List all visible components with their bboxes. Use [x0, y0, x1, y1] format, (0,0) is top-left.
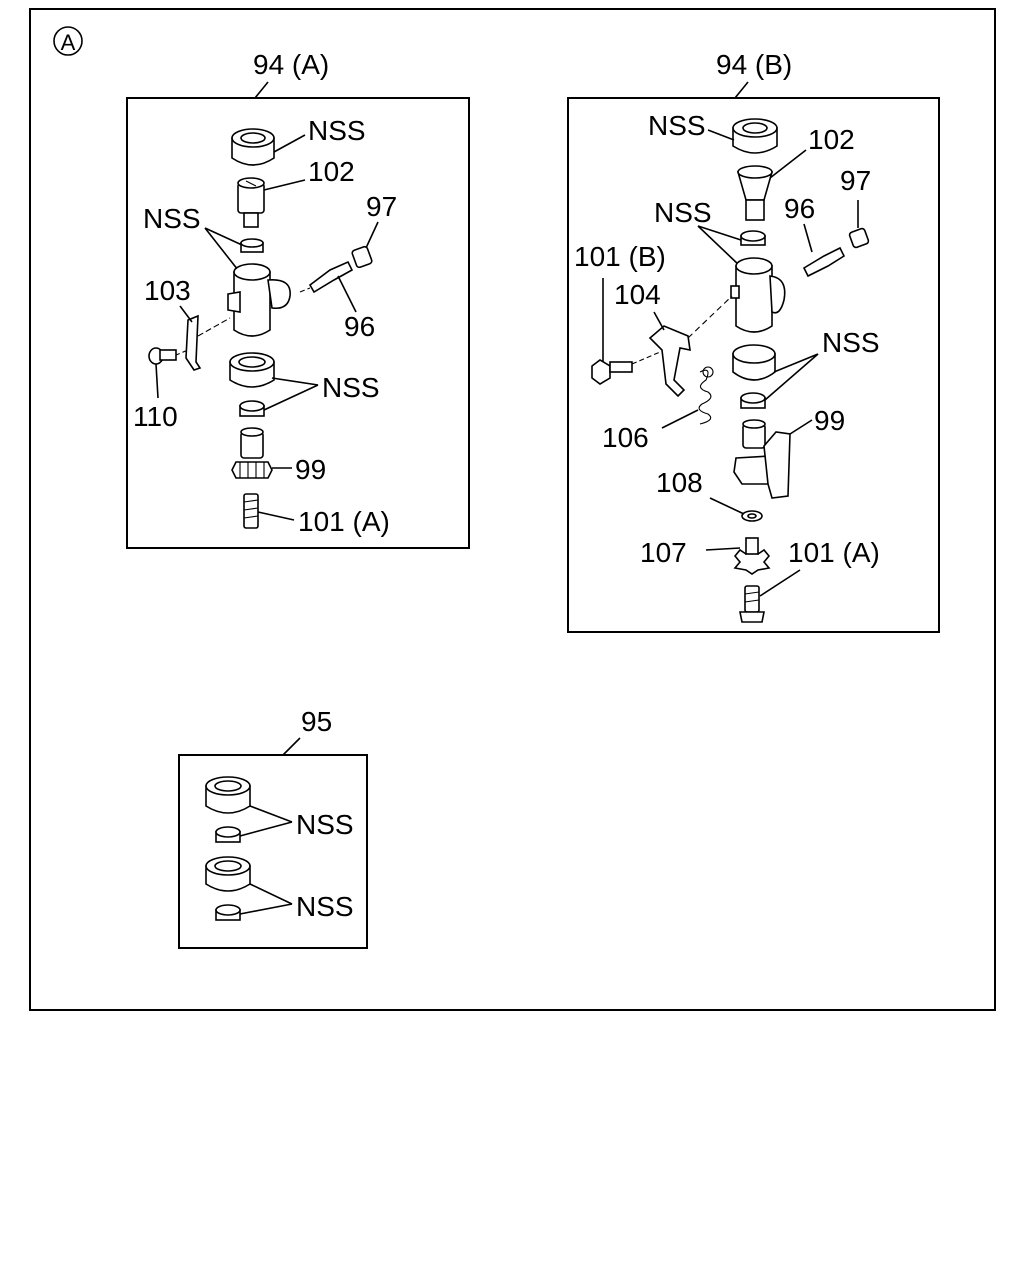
- ring-nss-low-b: [740, 392, 766, 409]
- seal-cup-low-a: [229, 352, 275, 388]
- ring-nss-mid-b: [740, 230, 766, 246]
- label-108-b: 108: [656, 467, 703, 498]
- part-110-a: [148, 347, 177, 365]
- label-102-a: 102: [308, 156, 355, 187]
- label-97-b: 97: [840, 165, 871, 196]
- part-106-b: [698, 366, 714, 425]
- group-95-frame: [178, 754, 368, 949]
- part-101a-a: [243, 493, 259, 529]
- label-97-a: 97: [366, 191, 397, 222]
- ring-nss-low-a: [239, 400, 265, 417]
- cylinder-body-a: [227, 263, 291, 337]
- label-104-b: 104: [614, 279, 661, 310]
- part-101b-b: [591, 359, 633, 385]
- label-99-a: 99: [295, 454, 326, 485]
- outer-frame: [29, 8, 996, 1011]
- part-101a-b: [739, 585, 765, 623]
- label-nss-low-a: NSS: [322, 372, 380, 403]
- seal-cup-top-95: [205, 776, 251, 814]
- group-94b-title: 94 (B): [716, 49, 792, 80]
- part-96-a: [308, 260, 354, 294]
- label-nss-low-95: NSS: [296, 891, 354, 922]
- ring-top-95: [215, 826, 241, 843]
- label-96-a: 96: [344, 311, 375, 342]
- label-110-a: 110: [133, 401, 178, 432]
- label-nss-mid-a: NSS: [143, 203, 201, 234]
- label-nss-low-b: NSS: [822, 327, 880, 358]
- label-nss-top-a: NSS: [308, 115, 366, 146]
- group-94a-frame: [126, 97, 470, 549]
- seal-cup-top-a: [231, 128, 275, 166]
- part-96-b: [802, 246, 846, 278]
- seal-cup-low-95: [205, 856, 251, 892]
- group-94b-frame: [567, 97, 940, 633]
- part-97-b: [848, 227, 870, 249]
- view-marker: A: [53, 26, 83, 56]
- seal-cup-low-b: [732, 344, 776, 381]
- label-101a-b: 101 (A): [788, 537, 880, 568]
- part-99-a: [231, 427, 273, 479]
- label-nss-top-95: NSS: [296, 809, 354, 840]
- label-nss-mid-b: NSS: [654, 197, 712, 228]
- group-94a: 94 (A) NSS 102 NSS: [126, 49, 470, 549]
- group-94a-title: 94 (A): [253, 49, 329, 80]
- label-nss-top-b: NSS: [648, 110, 706, 141]
- part-108-b: [741, 510, 763, 522]
- group-95-title: 95: [301, 706, 332, 737]
- label-107-b: 107: [640, 537, 687, 568]
- part-99-b: [733, 419, 791, 499]
- part-107-b: [733, 537, 771, 575]
- group-95: 95 NSS NSS: [178, 706, 368, 949]
- label-101a-a: 101 (A): [298, 506, 390, 537]
- group-94b: 94 (B) NSS 102 NSS: [567, 49, 940, 633]
- label-103-a: 103: [144, 275, 191, 306]
- ring-nss-mid-a: [240, 238, 264, 253]
- label-106-b: 106: [602, 422, 649, 453]
- seal-cup-top-b: [732, 118, 778, 154]
- part-102-a: [237, 177, 265, 228]
- label-102-b: 102: [808, 124, 855, 155]
- label-101b-b: 101 (B): [574, 241, 666, 272]
- svg-text:A: A: [61, 30, 76, 55]
- part-103-a: [185, 314, 202, 371]
- part-102-b: [736, 165, 774, 221]
- label-96-b: 96: [784, 193, 815, 224]
- label-99-b: 99: [814, 405, 845, 436]
- cylinder-body-b: [730, 257, 786, 333]
- part-104-b: [648, 325, 691, 398]
- part-97-a: [351, 245, 373, 269]
- ring-low-95: [215, 904, 241, 921]
